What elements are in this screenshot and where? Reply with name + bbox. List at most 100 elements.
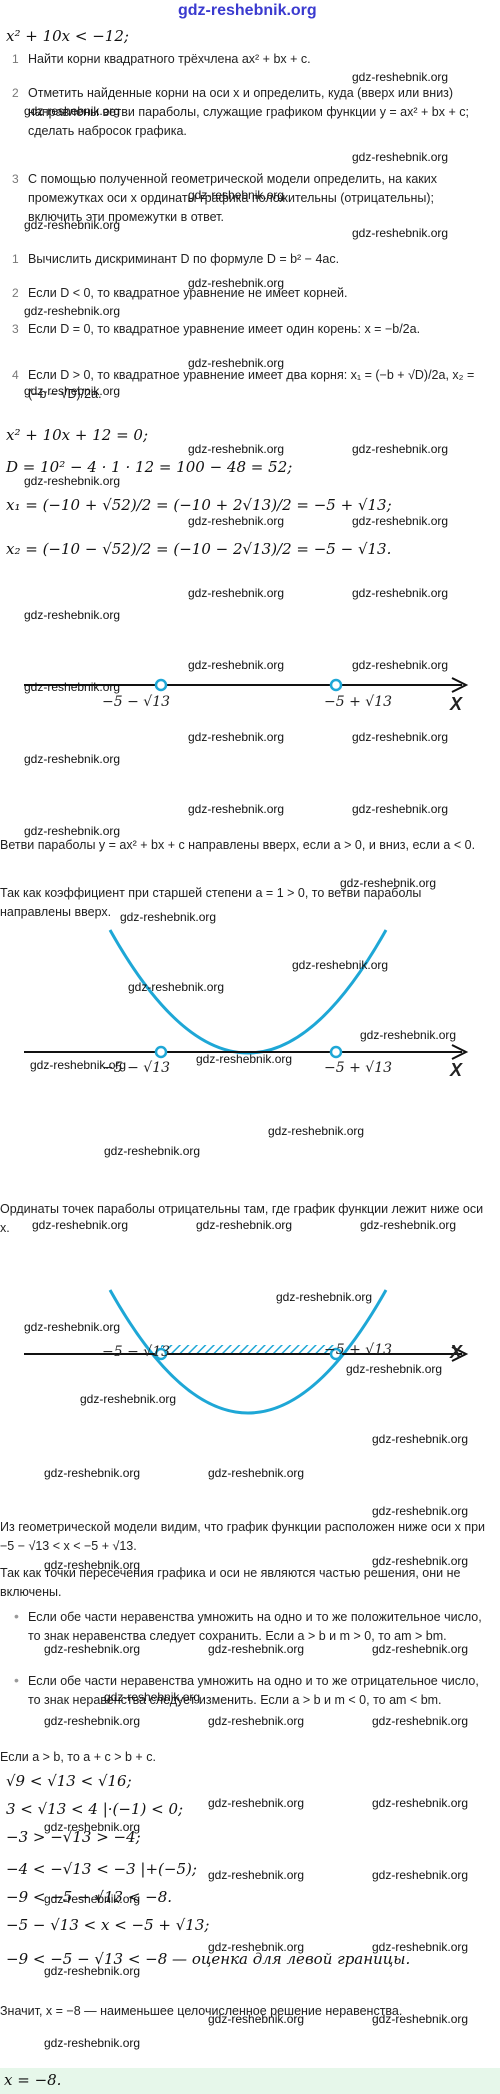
parabola-graph — [24, 929, 469, 1060]
nl1-left-label: −5 − √13 — [102, 694, 171, 710]
watermark: gdz-reshebnik.org — [340, 876, 437, 890]
watermark: gdz-reshebnik.org — [44, 1466, 141, 1480]
watermark: gdz-reshebnik.org — [44, 2036, 141, 2050]
model-text: Из геометрической модели видим, что граф… — [0, 1520, 486, 1553]
watermark: gdz-reshebnik.org — [128, 980, 225, 994]
calc-x2: x₂ = (−10 − √52)/2 = (−10 − 2√13)/2 = −5… — [6, 540, 392, 558]
watermark: gdz-reshebnik.org — [44, 1642, 141, 1656]
answer-text: x = −8. — [4, 2071, 62, 2089]
watermark: gdz-reshebnik.org — [196, 1052, 293, 1066]
estimate-1: √9 < √13 < √16; — [6, 1772, 132, 1790]
algo-step-1: Найти корни квадратного трёхчлена ax² + … — [28, 52, 311, 66]
rule-1: Если обе части неравенства умножить на о… — [28, 1610, 482, 1643]
watermark: gdz-reshebnik.org — [208, 1642, 305, 1656]
watermark: gdz-reshebnik.org — [188, 276, 285, 290]
watermark: gdz-reshebnik.org — [188, 514, 285, 528]
solution-interval-hatch — [161, 1345, 336, 1355]
nl1-right-label: −5 + √13 — [324, 694, 393, 710]
estimate-5: −9 < −5 − √13 < −8. — [6, 1888, 173, 1906]
watermark: gdz-reshebnik.org — [188, 586, 285, 600]
root-point-right — [329, 678, 343, 692]
algo-step-3: С помощью полученной геометрической моде… — [28, 172, 438, 224]
watermark: gdz-reshebnik.org — [360, 1218, 457, 1232]
watermark: gdz-reshebnik.org — [24, 752, 121, 766]
watermark: gdz-reshebnik.org — [24, 824, 121, 838]
watermark: gdz-reshebnik.org — [24, 680, 121, 694]
watermark: gdz-reshebnik.org — [372, 1796, 469, 1810]
g2-axis-name: X — [450, 1342, 463, 1362]
watermark: gdz-reshebnik.org — [120, 910, 217, 924]
calc-x1: x₁ = (−10 + √52)/2 = (−10 + 2√13)/2 = −5… — [6, 496, 392, 514]
graph2-root-left — [154, 1347, 168, 1361]
inequality: x² + 10x < −12; — [6, 27, 129, 45]
watermark: gdz-reshebnik.org — [24, 608, 121, 622]
g1-right-label: −5 + √13 — [324, 1060, 393, 1076]
watermark: gdz-reshebnik.org — [208, 1466, 305, 1480]
roots-step-2: Если D < 0, то квадратное уравнение не и… — [28, 286, 348, 300]
calc-discriminant: D = 10² − 4 · 1 · 12 = 100 − 48 = 52; — [6, 458, 293, 476]
watermark: gdz-reshebnik.org — [352, 226, 449, 240]
rule-bullet-2: • — [14, 1672, 19, 1688]
watermark: gdz-reshebnik.org — [188, 188, 285, 202]
watermark: gdz-reshebnik.org — [188, 658, 285, 672]
ordinates-text: Ординаты точек параболы отрицательны там… — [0, 1202, 484, 1235]
roots-num-2: 2 — [12, 286, 19, 300]
rule-2: Если обе части неравенства умножить на о… — [28, 1674, 479, 1707]
watermark: gdz-reshebnik.org — [188, 442, 285, 456]
estimate-3: −3 > −√13 > −4; — [6, 1828, 141, 1846]
watermark: gdz-reshebnik.org — [372, 1940, 469, 1954]
parabola-graph-shaded — [24, 1289, 469, 1415]
estimate-7: −9 < −5 − √13 < −8 — оценка для левой гр… — [6, 1950, 411, 1968]
watermark: gdz-reshebnik.org — [44, 1820, 141, 1834]
watermark: gdz-reshebnik.org — [80, 1392, 177, 1406]
watermark: gdz-reshebnik.org — [372, 1714, 469, 1728]
watermark: gdz-reshebnik.org — [24, 474, 121, 488]
watermark: gdz-reshebnik.org — [24, 1320, 121, 1334]
watermark: gdz-reshebnik.org — [372, 1642, 469, 1656]
watermark: gdz-reshebnik.org — [276, 1290, 373, 1304]
watermark: gdz-reshebnik.org — [208, 1714, 305, 1728]
roots-step-1: Вычислить дискриминант D по формуле D = … — [28, 252, 340, 266]
g2-right-label: −5 + √13 — [324, 1342, 393, 1358]
watermark: gdz-reshebnik.org — [24, 304, 121, 318]
graph1-root-right — [329, 1045, 343, 1059]
not-included-text: Так как точки пересечения графика и оси … — [0, 1566, 461, 1599]
watermark: gdz-reshebnik.org — [292, 958, 389, 972]
coefficient-text: Так как коэффициент при старшей степени … — [0, 886, 422, 919]
watermark: gdz-reshebnik.org — [352, 442, 449, 456]
watermark: gdz-reshebnik.org — [208, 2012, 305, 2026]
watermark: gdz-reshebnik.org — [24, 384, 121, 398]
rule-add: Если a > b, то a + c > b + c. — [0, 1750, 156, 1764]
watermark: gdz-reshebnik.org — [352, 586, 449, 600]
watermark: gdz-reshebnik.org — [104, 1690, 201, 1704]
watermark: gdz-reshebnik.org — [32, 1218, 129, 1232]
watermark: gdz-reshebnik.org — [208, 1940, 305, 1954]
watermark: gdz-reshebnik.org — [44, 1558, 141, 1572]
watermark: gdz-reshebnik.org — [44, 1964, 141, 1978]
watermark: gdz-reshebnik.org — [352, 150, 449, 164]
watermark: gdz-reshebnik.org — [44, 1714, 141, 1728]
roots-step-3: Если D = 0, то квадратное уравнение имее… — [28, 322, 421, 336]
graph1-root-left — [154, 1045, 168, 1059]
watermark: gdz-reshebnik.org — [352, 70, 449, 84]
watermark: gdz-reshebnik.org — [372, 2012, 469, 2026]
watermark: gdz-reshebnik.org — [24, 218, 121, 232]
roots-step-4: Если D > 0, то квадратное уравнение имее… — [28, 368, 475, 401]
site-header[interactable]: gdz-reshebnik.org — [178, 2, 317, 19]
watermark: gdz-reshebnik.org — [372, 1504, 469, 1518]
algo-num-1: 1 — [12, 52, 19, 66]
conclusion-text: Значит, x = −8 — наименьшее целочисленно… — [0, 2004, 403, 2018]
watermark: gdz-reshebnik.org — [196, 1218, 293, 1232]
watermark: gdz-reshebnik.org — [360, 1028, 457, 1042]
watermark: gdz-reshebnik.org — [208, 1796, 305, 1810]
watermark: gdz-reshebnik.org — [346, 1362, 443, 1376]
watermark: gdz-reshebnik.org — [208, 1868, 305, 1882]
estimate-4: −4 < −√13 < −3 |+(−5); — [6, 1860, 197, 1878]
calc-equation: x² + 10x + 12 = 0; — [6, 426, 149, 444]
watermark: gdz-reshebnik.org — [188, 356, 285, 370]
g1-left-label: −5 − √13 — [102, 1060, 171, 1076]
roots-num-1: 1 — [12, 252, 19, 266]
algo-step-2: Отметить найденные корни на оси x и опре… — [28, 86, 469, 138]
branches-text: Ветви параболы y = ax² + bx + c направле… — [0, 838, 476, 852]
watermark: gdz-reshebnik.org — [104, 1144, 201, 1158]
